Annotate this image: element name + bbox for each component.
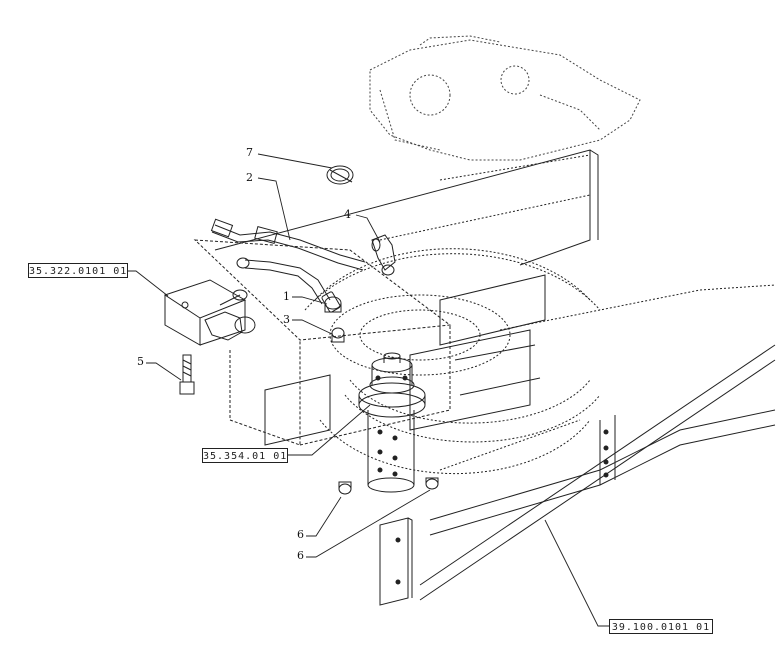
machine-frame [214,149,776,606]
callout-label-1: 1 [283,290,290,303]
callout-label-5: 5 [137,355,144,368]
frame-bolts [395,429,609,585]
block-fittings [204,289,256,341]
callout-label-4: 4 [344,208,351,221]
callout-label-7: 7 [246,146,253,159]
plug-6-left [338,481,352,495]
bolt-5 [179,354,195,395]
ref-label-hydraulic-tank[interactable]: 35.322.0101 01 [28,263,128,278]
frame-dotted-lines [379,154,776,471]
ref-label-frame[interactable]: 39.100.0101 01 [609,619,713,634]
adapter-fitting-3 [331,327,345,343]
ref-label-rotary-swivel[interactable]: 35.354.01 01 [202,448,288,463]
callout-label-2: 2 [246,171,253,184]
callout-label-3: 3 [283,313,290,326]
hose-clamp-7 [326,165,354,185]
elbow-fitting-4 [371,234,396,276]
mounting-block [163,279,247,346]
background-machine-outline [369,35,641,161]
rotary-swivel-joint [358,352,426,493]
adapter-fitting-1 [324,296,342,313]
callout-label-6-left: 6 [297,528,304,541]
hose-2 [210,218,366,271]
leader-lines [127,153,609,627]
slew-ring-arcs [304,248,601,475]
callout-label-6-right: 6 [297,549,304,562]
plug-6-right [425,477,439,490]
